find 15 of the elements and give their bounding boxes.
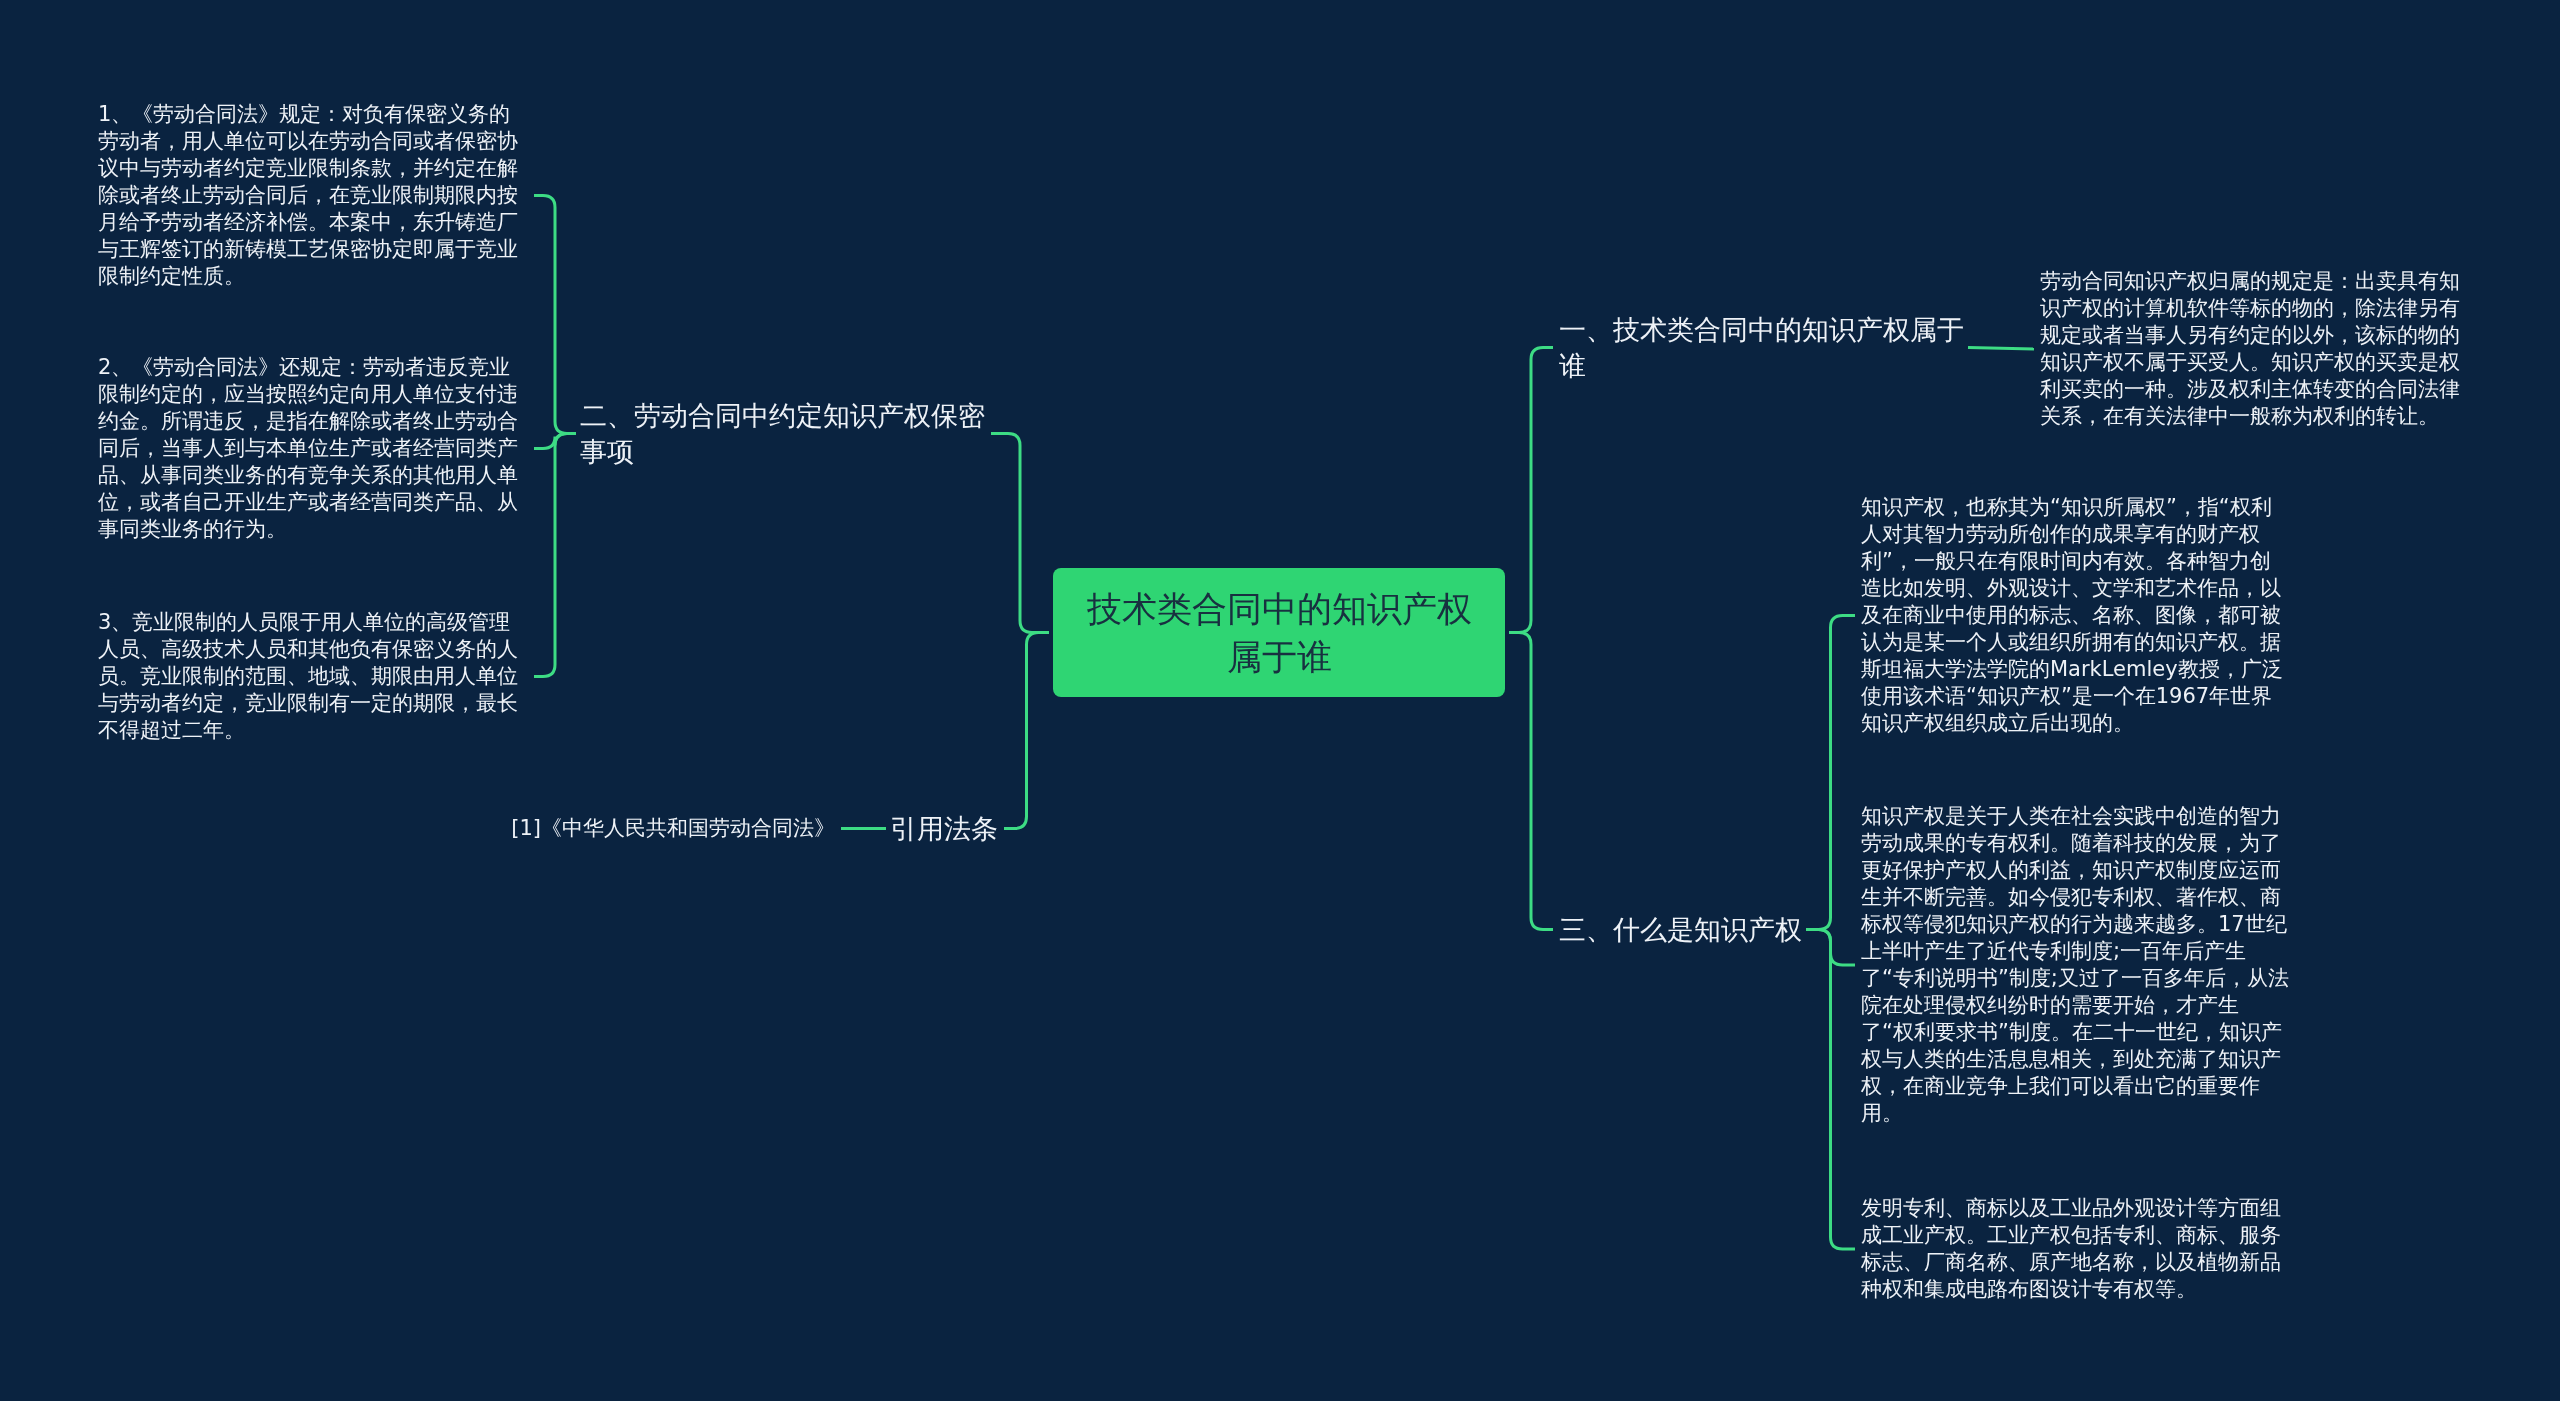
note-text: [1]《中华人民共和国劳动合同法》 xyxy=(505,815,835,842)
note-text: 1、《劳动合同法》规定：对负有保密义务的劳动者，用人单位可以在劳动合同或者保密协议中与劳动者约定竞业限制条款，并约定在解除或者终止劳动合同后，在竞业限制期限内按月给予劳动者经济补偿。本案中，东升铸造厂与王辉签订的新铸模工艺保密协定即属于竞业限制约定性质。 xyxy=(98,101,528,290)
note-text: 3、竞业限制的人员限于用人单位的高级管理人员、高级技术人员和其他负有保密义务的人员。竞业限制的范围、地域、期限由用人单位与劳动者约定，竞业限制有一定的期限，最长不得超过二年。 xyxy=(98,609,528,744)
note-text: 知识产权是关于人类在社会实践中创造的智力劳动成果的专有权利。随着科技的发展，为了更好保护产权人的利益，知识产权制度应运而生并不断完善。如今侵犯专利权、著作权、商标权等侵犯知识产权的行为越来越多。17世纪上半叶产生了近代专利制度;一百年后产生了“专利说明书”制度;又过了一百多年后，从法院在处理侵权纠纷时的需要开始，才产生了“权利要求书”制度。在二十一世纪，知识产权与人类的生活息息相关，到处充满了知识产权，在商业竞争上我们可以看出它的重要作用。 xyxy=(1861,803,2291,1127)
topic-label: 三、什么是知识产权 xyxy=(1559,912,1809,948)
topic-label: 引用法条 xyxy=(890,811,1010,847)
central-topic-box: 技术类合同中的知识产权属于谁 xyxy=(1053,568,1505,697)
note-text: 劳动合同知识产权归属的规定是：出卖具有知识产权的计算机软件等标的物的，除法律另有规定或者当事人另有约定的以外，该标的物的知识产权不属于买受人。知识产权的买卖是权利买卖的一种。涉及权利主体转变的合同法律关系，在有关法律中一般称为权利的转让。 xyxy=(2040,268,2470,430)
connector-line xyxy=(1967,346,2035,351)
note-text: 发明专利、商标以及工业品外观设计等方面组成工业产权。工业产权包括专利、商标、服务标志、厂商名称、原产地名称，以及植物新品种权和集成电路布图设计专有权等。 xyxy=(1861,1195,2291,1303)
note-text: 知识产权，也称其为“知识所属权”，指“权利人对其智力劳动所创作的成果享有的财产权利”，一般只在有限时间内有效。各种智力创造比如发明、外观设计、文学和艺术作品，以及在商业中使用的标志、名称、图像，都可被认为是某一个人或组织所拥有的知识产权。据斯坦福大学法学院的MarkLemley教授，广泛使用该术语“知识产权”是一个在1967年世界知识产权组织成立后出现的。 xyxy=(1861,494,2291,737)
note-text: 2、《劳动合同法》还规定：劳动者违反竞业限制约定的，应当按照约定向用人单位支付违约金。所谓违反，是指在解除或者终止劳动合同后，当事人到与本单位生产或者经营同类产品、从事同类业务的有竞争关系的其他用人单位，或者自己开业生产或者经营同类产品、从事同类业务的行为。 xyxy=(98,354,528,543)
topic-label: 一、技术类合同中的知识产权属于谁 xyxy=(1559,312,1979,384)
topic-label: 二、劳动合同中约定知识产权保密事项 xyxy=(580,398,1000,470)
connector-line xyxy=(841,827,886,830)
